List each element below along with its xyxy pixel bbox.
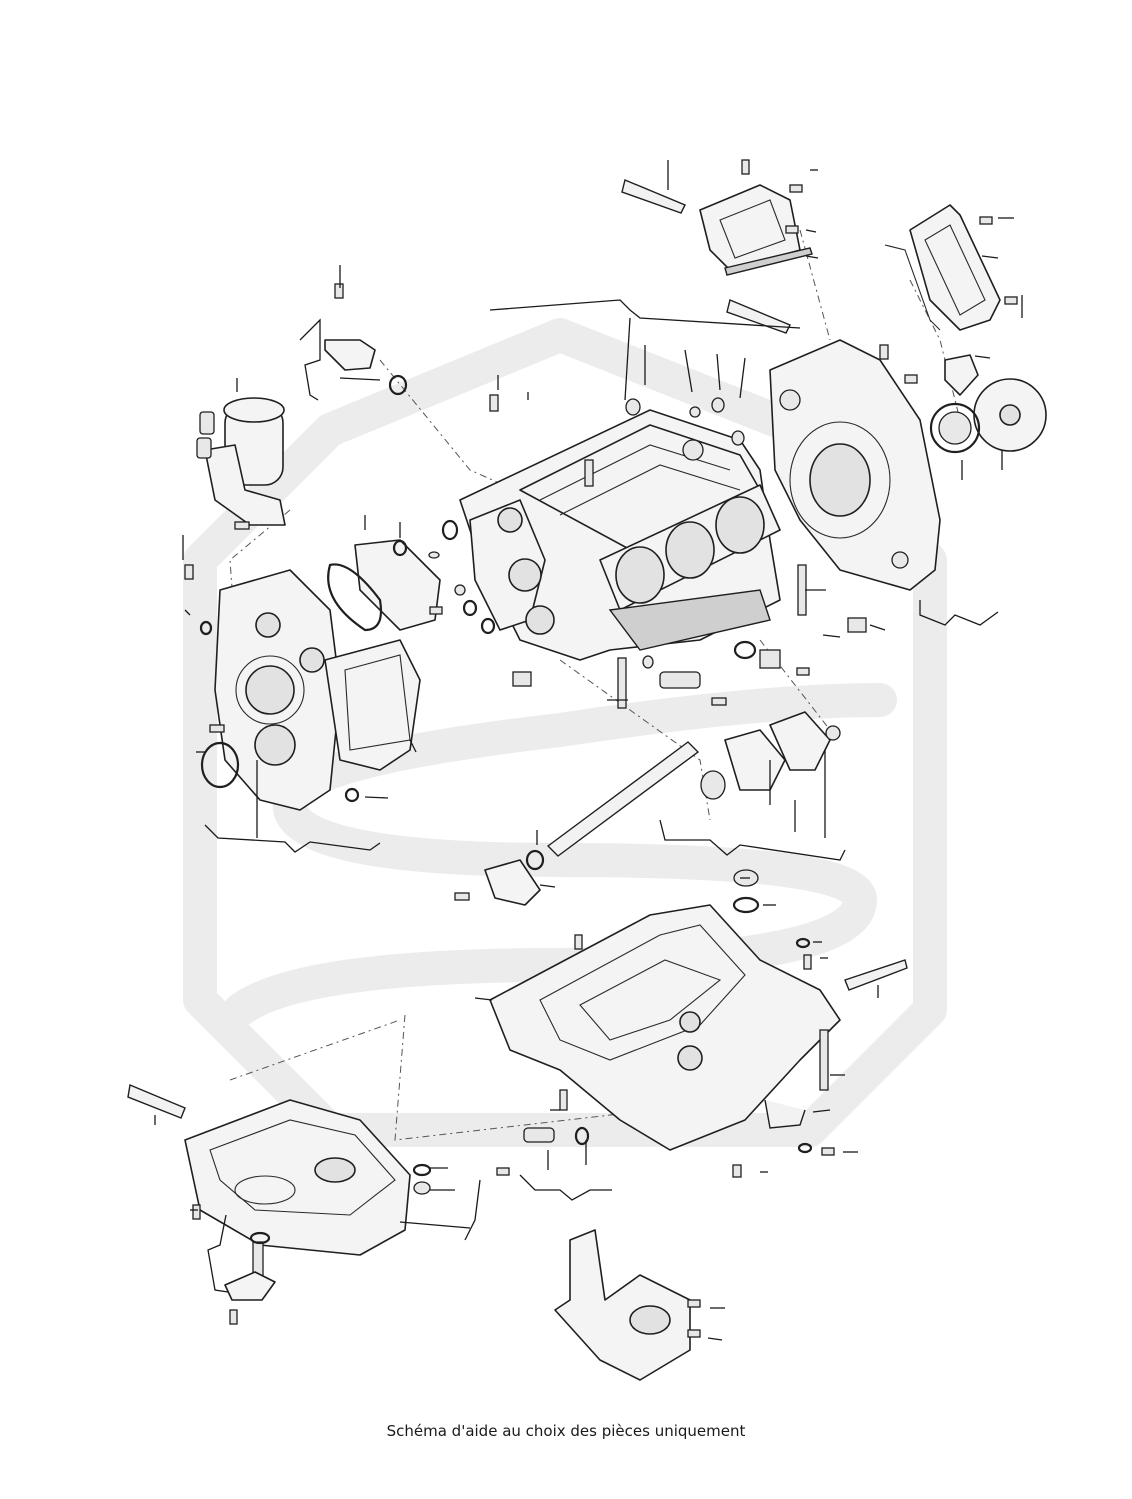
coolant-connector (324, 339, 408, 396)
side-cover-plate (884, 204, 1001, 331)
lower-oil-pan (184, 1099, 411, 1256)
flex-plate (929, 354, 1047, 454)
water-pump-housing (327, 539, 441, 632)
sealant-tubes (127, 179, 908, 1119)
timing-cover (200, 569, 421, 811)
oil-pickup (224, 1231, 276, 1301)
diagram-caption: Schéma d'aide au choix des pièces unique… (386, 1422, 746, 1440)
leader-lines (154, 160, 1023, 1341)
bolts (184, 159, 1018, 1338)
upper-cover-plate (699, 184, 813, 276)
exploded-engine-diagram (127, 159, 1047, 1381)
oil-baffle (554, 1229, 691, 1381)
oil-filter-housing (196, 397, 286, 526)
engine-block (459, 409, 781, 661)
upper-oil-pan (489, 904, 841, 1151)
o-rings (199, 397, 813, 1195)
rear-engine-cover (769, 339, 941, 591)
